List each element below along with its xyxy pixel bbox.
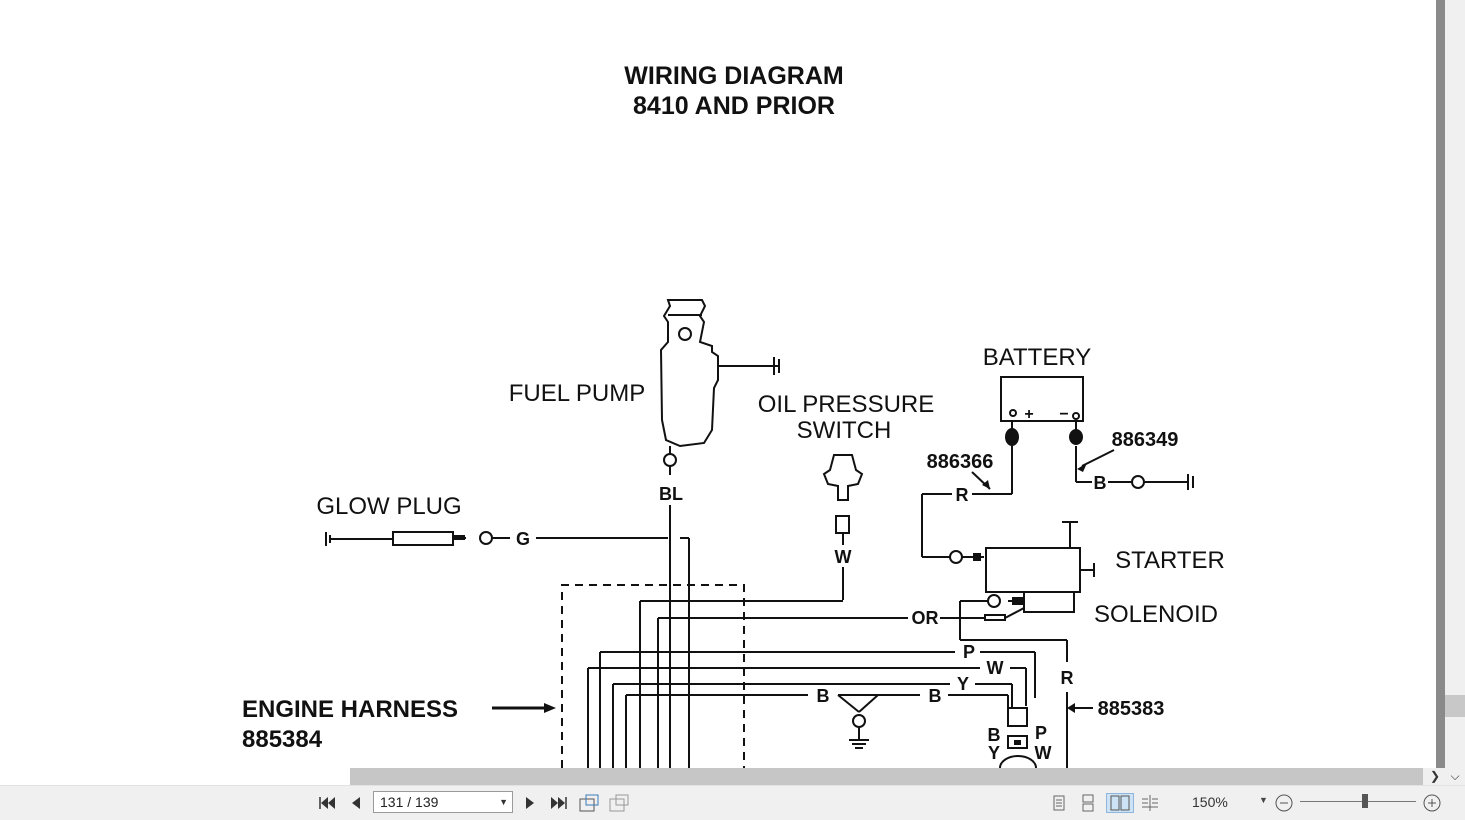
part-885383: 885383 bbox=[1098, 698, 1165, 720]
zoom-slider-thumb[interactable] bbox=[1362, 794, 1368, 808]
horizontal-scroll-thumb[interactable] bbox=[350, 768, 1423, 785]
first-page-button[interactable] bbox=[315, 793, 339, 813]
battery-plus: + bbox=[1024, 406, 1033, 423]
next-page-button[interactable] bbox=[518, 793, 542, 813]
continuous-view-icon bbox=[1082, 794, 1094, 812]
single-page-view-button[interactable] bbox=[1047, 793, 1071, 813]
wire-code-g: G bbox=[516, 529, 530, 549]
wire-code-b-right: B bbox=[929, 686, 942, 706]
wire-code-b-left: B bbox=[817, 686, 830, 706]
scroll-right-icon[interactable]: ❯ bbox=[1429, 769, 1441, 783]
page-indicator: 131 / 139 bbox=[380, 794, 439, 810]
part-886349: 886349 bbox=[1112, 429, 1179, 451]
battery-label: BATTERY bbox=[983, 344, 1091, 371]
zoom-level[interactable]: 150% bbox=[1192, 794, 1228, 810]
last-page-icon bbox=[551, 797, 567, 809]
two-page-view-icon bbox=[1110, 795, 1130, 811]
wiring-diagram: WIRING DIAGRAM 8410 AND PRIOR bbox=[242, 62, 1225, 768]
connector-p: P bbox=[1035, 723, 1047, 743]
vertical-scrollbar[interactable] bbox=[1436, 0, 1465, 768]
continuous-view-button[interactable] bbox=[1076, 793, 1100, 813]
wire-code-bl: BL bbox=[659, 484, 683, 504]
fuel-pump-symbol bbox=[659, 299, 780, 475]
engine-harness-part: 885384 bbox=[242, 726, 323, 753]
glow-plug-label: GLOW PLUG bbox=[316, 493, 461, 520]
last-page-button[interactable] bbox=[547, 793, 571, 813]
glow-plug-symbol bbox=[325, 531, 668, 546]
fit-page-icon bbox=[609, 794, 629, 812]
wire-code-r-right: R bbox=[1061, 668, 1074, 688]
zoom-slider-track[interactable] bbox=[1300, 801, 1416, 802]
connector-w: W bbox=[1035, 743, 1052, 763]
zoom-out-button[interactable] bbox=[1272, 793, 1296, 813]
wire-code-b-battery: B bbox=[1094, 473, 1107, 493]
zoom-in-button[interactable] bbox=[1420, 793, 1444, 813]
solenoid-label: SOLENOID bbox=[1094, 601, 1218, 628]
two-page-view-button[interactable] bbox=[1106, 793, 1134, 813]
rotate-view-button[interactable] bbox=[577, 793, 601, 813]
vertical-scroll-thumb[interactable] bbox=[1445, 695, 1465, 717]
fit-page-button[interactable] bbox=[607, 793, 631, 813]
wire-code-or: OR bbox=[912, 608, 939, 628]
connector-y: Y bbox=[988, 743, 1000, 763]
wire-code-w: W bbox=[987, 658, 1004, 678]
page-dropdown-icon[interactable]: ▼ bbox=[499, 797, 508, 807]
diagram-title-line2: 8410 AND PRIOR bbox=[633, 92, 835, 120]
continuous-two-page-view-icon bbox=[1142, 795, 1158, 811]
next-page-icon bbox=[526, 797, 534, 809]
horizontal-scrollbar[interactable]: ❯ ⌵ bbox=[350, 768, 1465, 785]
previous-page-icon bbox=[352, 797, 360, 809]
rotate-view-icon bbox=[579, 794, 599, 812]
first-page-icon bbox=[319, 797, 335, 809]
scroll-down-icon[interactable]: ⌵ bbox=[1450, 769, 1460, 783]
battery-minus: − bbox=[1059, 406, 1068, 423]
oil-pressure-label-1: OIL PRESSURE bbox=[758, 391, 935, 418]
oil-pressure-label-2: SWITCH bbox=[797, 417, 892, 444]
vertical-scroll-track[interactable] bbox=[1436, 0, 1445, 768]
battery-symbol bbox=[1000, 376, 1084, 422]
continuous-two-page-view-button[interactable] bbox=[1138, 793, 1162, 813]
oil-pressure-switch-symbol bbox=[822, 454, 864, 600]
wire-code-w-oil: W bbox=[835, 547, 852, 567]
wire-code-r-top: R bbox=[956, 485, 969, 505]
engine-harness-label: ENGINE HARNESS bbox=[242, 696, 458, 723]
wire-code-y: Y bbox=[957, 674, 969, 694]
fuel-pump-label: FUEL PUMP bbox=[509, 380, 645, 407]
single-page-view-icon bbox=[1053, 795, 1065, 811]
zoom-in-icon bbox=[1423, 794, 1441, 812]
zoom-dropdown-icon[interactable]: ▼ bbox=[1259, 795, 1268, 805]
previous-page-button[interactable] bbox=[344, 793, 368, 813]
starter-symbol bbox=[985, 547, 1081, 593]
wire-code-p: P bbox=[963, 642, 975, 662]
connector-b: B bbox=[988, 725, 1001, 745]
page-number-field[interactable]: 131 / 139 ▼ bbox=[373, 791, 513, 813]
starter-label: STARTER bbox=[1115, 547, 1225, 574]
diagram-title-line1: WIRING DIAGRAM bbox=[624, 62, 843, 90]
viewer-toolbar: 131 / 139 ▼ 150% ▼ bbox=[0, 785, 1465, 820]
part-886366: 886366 bbox=[927, 451, 994, 473]
document-viewport[interactable]: WIRING DIAGRAM 8410 AND PRIOR bbox=[0, 0, 1436, 768]
zoom-out-icon bbox=[1275, 794, 1293, 812]
